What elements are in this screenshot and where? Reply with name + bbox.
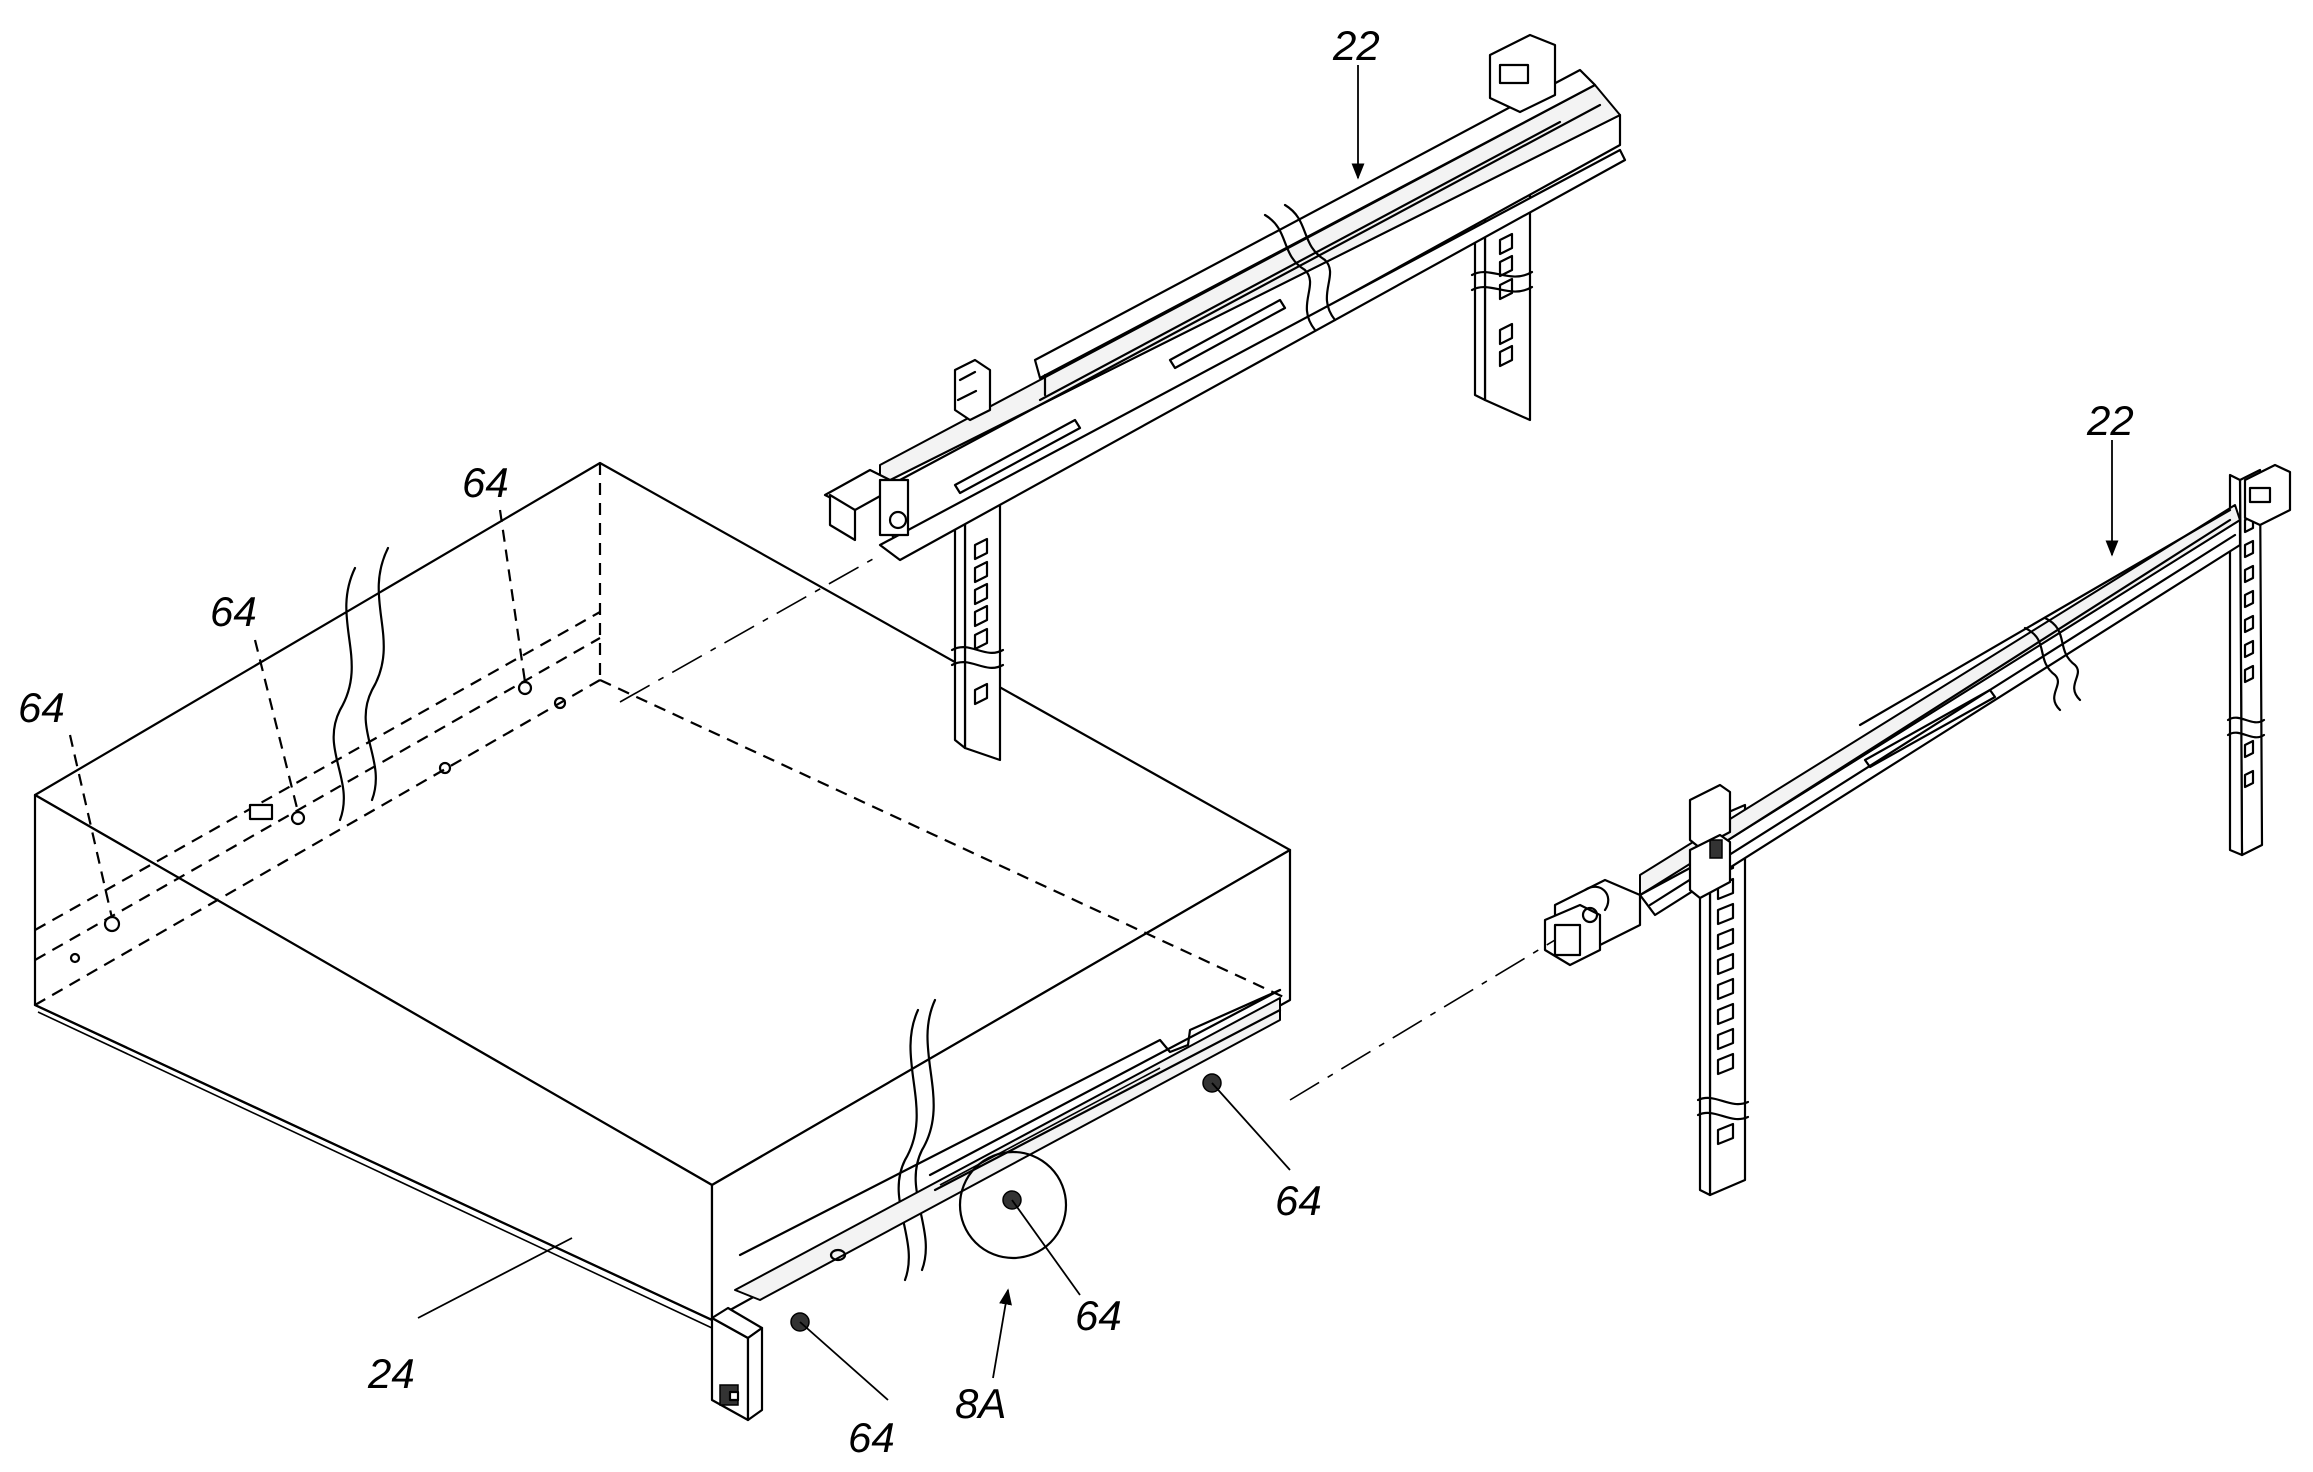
label-chassis: 24 bbox=[367, 1350, 415, 1397]
label-pin-rear: 64 bbox=[18, 684, 65, 731]
label-pin-front: 64 bbox=[848, 1414, 895, 1461]
label-pin-front: 64 bbox=[1075, 1292, 1122, 1339]
label-rail-right: 22 bbox=[2086, 397, 2134, 444]
label-rail-top: 22 bbox=[1332, 22, 1380, 69]
rail-assembly-right bbox=[1545, 465, 2290, 1195]
leader-pin bbox=[1012, 1200, 1080, 1295]
leader-detail bbox=[993, 1290, 1008, 1378]
label-pin-front: 64 bbox=[1275, 1177, 1322, 1224]
alignment-line bbox=[1290, 940, 1555, 1100]
leader-chassis bbox=[418, 1238, 572, 1318]
label-detail-8A: 8A bbox=[955, 1380, 1006, 1427]
label-pin-rear: 64 bbox=[210, 588, 257, 635]
leader-pin bbox=[1212, 1083, 1290, 1170]
front-post bbox=[965, 498, 1000, 760]
front-bracket bbox=[712, 1308, 762, 1420]
leader-pin bbox=[800, 1322, 888, 1400]
rail-assembly-top bbox=[825, 35, 1625, 760]
rear-post bbox=[2240, 470, 2262, 855]
label-pin-rear: 64 bbox=[462, 459, 509, 506]
